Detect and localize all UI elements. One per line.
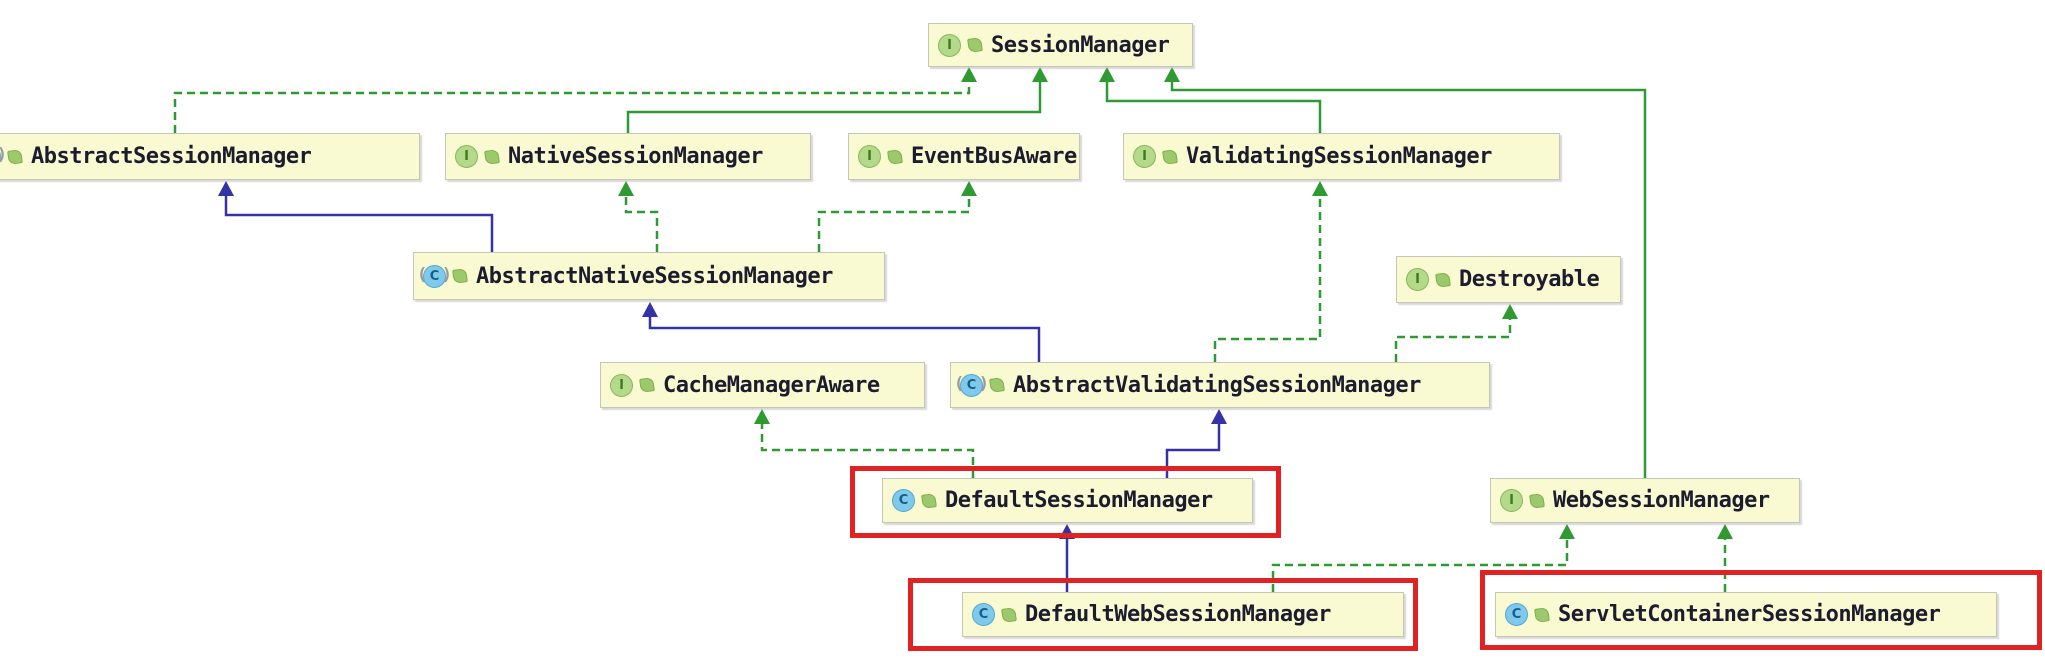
node-label: AbstractSessionManager xyxy=(31,144,312,169)
class-icon: C xyxy=(972,603,995,626)
edge-defaultsessionmanager-implements-cachemanageraware xyxy=(754,409,975,478)
interface-icon: I xyxy=(858,145,881,168)
edge-abstractnativesessionmanager-extends-abstractsessionmanager xyxy=(218,181,494,252)
node-session-manager[interactable]: I SessionManager xyxy=(928,23,1193,67)
visibility-icon xyxy=(1001,606,1017,623)
edge-abstractvalidatingsessionmanager-extends-abstractnativesessionmanager xyxy=(642,302,1041,362)
abstract-class-icon: C xyxy=(417,264,452,288)
edge-abstractvalidatingsessionmanager-implements-destroyable xyxy=(1394,304,1518,362)
abstract-class-icon: C xyxy=(0,145,7,168)
visibility-icon xyxy=(7,148,23,165)
interface-icon: I xyxy=(610,373,633,397)
visibility-icon xyxy=(484,148,500,165)
edge-abstractnativesessionmanager-implements-eventbusaware xyxy=(817,181,977,252)
edge-defaultwebsessionmanager-implements-websessionmanager xyxy=(1271,524,1575,592)
node-label: AbstractValidatingSessionManager xyxy=(1013,372,1421,398)
edge-abstractvalidatingsessionmanager-implements-validatingsessionmanager xyxy=(1213,181,1328,362)
node-default-session-manager[interactable]: C DefaultSessionManager xyxy=(882,478,1253,523)
node-label: DefaultWebSessionManager xyxy=(1025,602,1331,627)
node-label: ServletContainerSessionManager xyxy=(1558,602,1941,627)
abstract-class-icon: C xyxy=(954,373,989,397)
edge-validatingsessionmanager-extends-sessionmanager xyxy=(1099,67,1322,133)
node-label: DefaultSessionManager xyxy=(945,488,1213,513)
edge-abstractnativesessionmanager-implements-nativesessionmanager xyxy=(618,181,659,252)
node-label: WebSessionManager xyxy=(1553,488,1770,513)
edge-servletcontainersessionmanager-implements-websessionmanager xyxy=(1717,524,1733,592)
class-icon: C xyxy=(892,489,915,512)
edge-abstractsessionmanager-implements-sessionmanager xyxy=(173,67,977,133)
node-label: EventBusAware xyxy=(911,144,1077,169)
visibility-icon xyxy=(921,492,937,509)
node-abstract-native-session-manager[interactable]: C AbstractNativeSessionManager xyxy=(413,252,885,300)
edge-defaultsessionmanager-extends-abstractvalidatingsessionmanager xyxy=(1165,409,1227,478)
node-abstract-validating-session-manager[interactable]: C AbstractValidatingSessionManager xyxy=(950,362,1490,408)
edge-websessionmanager-extends-sessionmanager xyxy=(1164,67,1647,478)
node-label: SessionManager xyxy=(991,32,1170,58)
edge-nativesessionmanager-extends-sessionmanager xyxy=(626,67,1048,133)
visibility-icon xyxy=(1534,606,1550,623)
node-event-bus-aware[interactable]: I EventBusAware xyxy=(848,133,1080,180)
node-label: ValidatingSessionManager xyxy=(1186,144,1492,169)
node-label: CacheManagerAware xyxy=(663,372,880,398)
visibility-icon xyxy=(989,377,1005,393)
node-default-web-session-manager[interactable]: C DefaultWebSessionManager xyxy=(962,592,1404,637)
visibility-icon xyxy=(1162,148,1178,165)
visibility-icon xyxy=(887,148,903,165)
node-validating-session-manager[interactable]: I ValidatingSessionManager xyxy=(1123,133,1560,180)
node-label: NativeSessionManager xyxy=(508,144,763,169)
interface-icon: I xyxy=(1133,145,1156,168)
interface-icon: I xyxy=(1406,268,1429,291)
class-icon: C xyxy=(1505,603,1528,626)
interface-icon: I xyxy=(1500,489,1523,512)
visibility-icon xyxy=(639,377,655,393)
visibility-icon xyxy=(967,37,983,53)
interface-icon: I xyxy=(455,145,478,168)
visibility-icon xyxy=(1529,492,1545,509)
visibility-icon xyxy=(1435,271,1451,288)
node-destroyable[interactable]: I Destroyable xyxy=(1396,256,1621,303)
node-abstract-session-manager[interactable]: C AbstractSessionManager xyxy=(0,133,420,180)
interface-icon: I xyxy=(938,33,961,57)
node-native-session-manager[interactable]: I NativeSessionManager xyxy=(445,133,811,180)
node-web-session-manager[interactable]: I WebSessionManager xyxy=(1490,478,1800,523)
visibility-icon xyxy=(452,268,468,284)
node-servlet-container-session-manager[interactable]: C ServletContainerSessionManager xyxy=(1495,592,1997,637)
node-label: Destroyable xyxy=(1459,267,1600,292)
node-cache-manager-aware[interactable]: I CacheManagerAware xyxy=(600,362,925,408)
edge-defaultwebsessionmanager-extends-defaultsessionmanager xyxy=(1059,524,1075,592)
node-label: AbstractNativeSessionManager xyxy=(476,263,833,289)
